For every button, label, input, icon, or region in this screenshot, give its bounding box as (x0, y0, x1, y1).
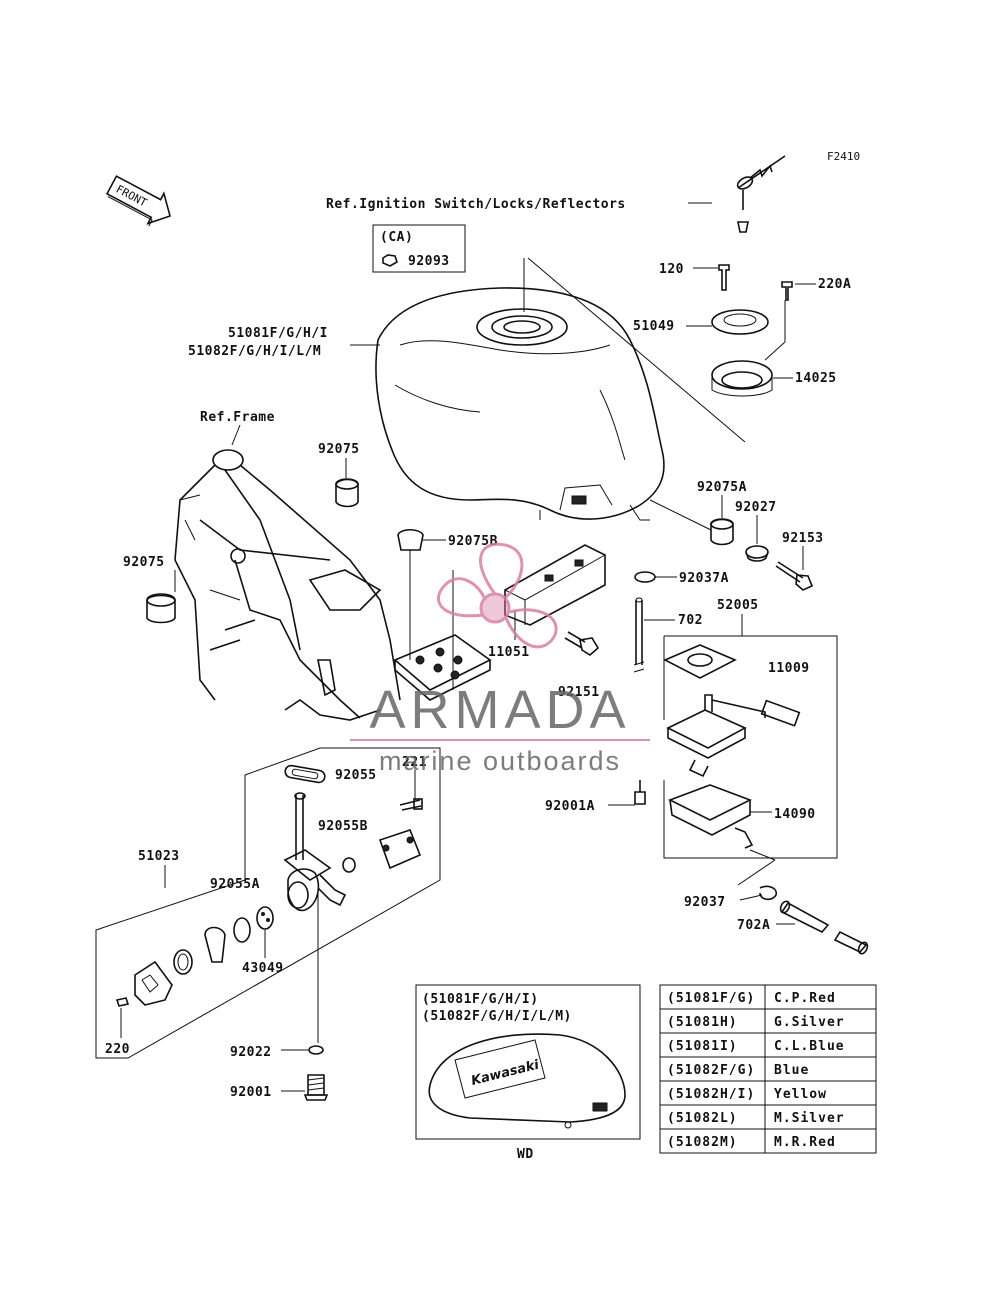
fuel-cap-assembly (711, 264, 793, 397)
ref-ignition: Ref.Ignition Switch/Locks/Reflectors (326, 197, 626, 212)
label-702A: 702A (737, 918, 770, 933)
strainer-parts (134, 906, 274, 1006)
color-table-color: G.Silver (774, 1015, 845, 1030)
cap-92075B (397, 528, 424, 551)
inset-tank-decal: (51081F/G/H/I) (51082F/G/H/I/L/M) Kawasa… (415, 984, 641, 1162)
color-table-code: (51081I) (667, 1039, 738, 1054)
color-table-code: (51081F/G) (667, 991, 755, 1006)
figure-id: F2410 (827, 150, 860, 163)
damper-92075-top (335, 478, 359, 508)
label-92027: 92027 (735, 500, 777, 515)
hose-702 (633, 597, 645, 673)
label-92022: 92022 (230, 1045, 272, 1060)
ca-part-label: 92093 (408, 254, 450, 269)
watermark-brand: ARMADA (369, 680, 630, 740)
label-92001: 92001 (230, 1085, 272, 1100)
label-92055A: 92055A (210, 877, 260, 892)
label-92001A: 92001A (545, 799, 595, 814)
label-92075-top: 92075 (318, 442, 360, 457)
front-arrow-icon: FRONT (105, 175, 171, 227)
color-table-code: (51082M) (667, 1135, 738, 1150)
propeller-logo-icon (436, 542, 558, 649)
battery-plate (393, 634, 492, 701)
bracket-11051 (504, 544, 606, 656)
label-92075-left: 92075 (123, 555, 165, 570)
damper-92075A (710, 518, 734, 546)
ca-tag: (CA) (380, 230, 413, 245)
color-table: (51081F/G) C.P.Red (51081H) G.Silver (51081I… (659, 984, 877, 1154)
screw-220 (115, 997, 130, 1007)
inset-line2: (51082F/G/H/I/L/M) (422, 1009, 572, 1024)
label-11009: 11009 (768, 661, 810, 676)
color-table-color: M.R.Red (774, 1135, 836, 1150)
color-table-color: Blue (774, 1063, 809, 1078)
label-92075A: 92075A (697, 480, 747, 495)
label-51049: 51049 (633, 319, 675, 334)
color-table-color: Yellow (774, 1087, 827, 1102)
label-52005: 52005 (717, 598, 759, 613)
fuel-cock-body (283, 792, 347, 912)
cover-92055B (378, 829, 422, 870)
label-92151: 92151 (558, 685, 600, 700)
label-92153: 92153 (782, 531, 824, 546)
fuel-pump-box-52005: 52005 (663, 598, 838, 859)
label-92037A: 92037A (679, 571, 729, 586)
bolt-92001A (634, 780, 646, 805)
label-221: 221 (402, 755, 427, 770)
label-14025: 14025 (795, 371, 837, 386)
collar-92027 (745, 545, 769, 562)
color-table-color: M.Silver (774, 1111, 845, 1126)
inset-caption: WD (517, 1147, 534, 1162)
label-220A: 220A (818, 277, 851, 292)
fuel-tank (375, 257, 746, 521)
hose-702A (779, 900, 869, 955)
color-table-code: (51082L) (667, 1111, 738, 1126)
bolt-92001 (303, 1074, 329, 1101)
damper-92075-left (146, 593, 176, 624)
gasket-92055 (284, 764, 326, 784)
clamp-92037A (634, 571, 656, 583)
label-92055B: 92055B (318, 819, 368, 834)
clamp-92037 (759, 885, 778, 901)
ignition-key-icon (736, 155, 786, 233)
label-92055: 92055 (335, 768, 377, 783)
color-table-code: (51082H/I) (667, 1087, 755, 1102)
label-92037: 92037 (684, 895, 726, 910)
color-table-code: (51082F/G) (667, 1063, 755, 1078)
ref-frame: Ref.Frame (200, 410, 275, 425)
bolt-92153 (775, 561, 814, 591)
label-51023: 51023 (138, 849, 180, 864)
ca-box: (CA) 92093 (372, 224, 466, 273)
label-11051: 11051 (488, 645, 530, 660)
label-220: 220 (105, 1042, 130, 1057)
inset-brand-logo: Kawasaki (470, 1058, 541, 1089)
label-702: 702 (678, 613, 703, 628)
label-14090: 14090 (774, 807, 816, 822)
front-label: FRONT (114, 182, 150, 209)
color-table-color: C.L.Blue (774, 1039, 845, 1054)
armada-watermark: ARMADA marine outboards (350, 542, 650, 776)
label-43049: 43049 (242, 961, 284, 976)
inset-line1: (51081F/G/H/I) (422, 992, 539, 1007)
color-table-code: (51081H) (667, 1015, 738, 1030)
watermark-tagline: marine outboards (379, 746, 621, 776)
screw-221 (399, 798, 423, 811)
label-tank-b: 51082F/G/H/I/L/M (188, 344, 321, 359)
frame: Ref.Frame (174, 410, 401, 721)
label-tank-a: 51081F/G/H/I (228, 326, 328, 341)
label-92075B: 92075B (448, 534, 498, 549)
label-120: 120 (659, 262, 684, 277)
color-table-color: C.P.Red (774, 991, 836, 1006)
washer-92022 (308, 1045, 324, 1055)
fuel-cock-box-51023 (95, 747, 441, 1059)
